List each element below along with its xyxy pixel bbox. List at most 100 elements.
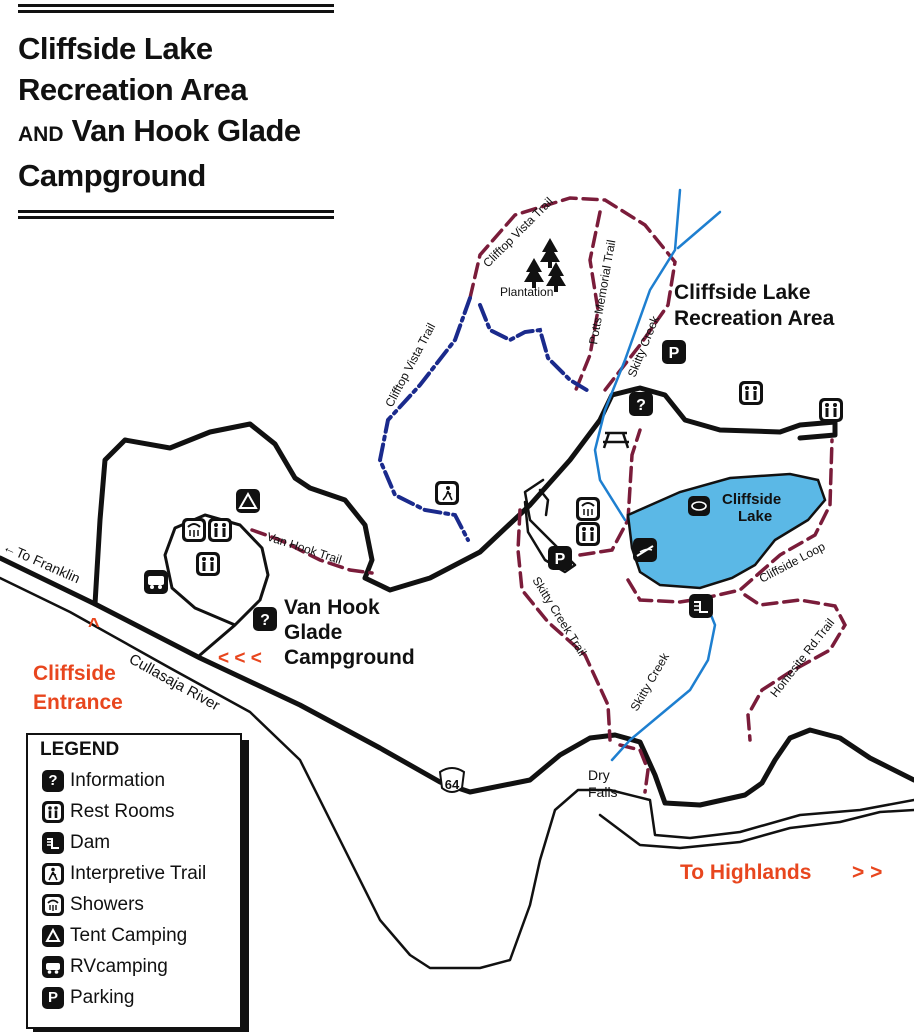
homesite-rd-trail-path: [743, 593, 848, 742]
skitty-creek: [593, 188, 722, 762]
legend-item-label: Interpretive Trail: [70, 862, 207, 884]
title-line-2: Recreation Area: [18, 72, 248, 107]
tent-camping-icon: [42, 924, 64, 947]
skitty-creek-trail-label: Skitty Creek Trail: [529, 574, 589, 658]
interpretive-trail-path: [377, 296, 472, 542]
legend-item-tent-camping: Tent Camping: [42, 920, 240, 951]
legend-title: LEGEND: [40, 739, 120, 760]
rv-camping-icon: [144, 570, 168, 594]
cullasaja-river-edge: [0, 576, 914, 970]
restrooms-icon: [42, 800, 64, 823]
rv-camping-icon: [42, 955, 64, 978]
legend-item-label: Rest Rooms: [70, 800, 175, 822]
route-shield-label: 64: [445, 777, 460, 792]
main-access-road: [92, 385, 838, 607]
plantation-trees: [524, 238, 566, 292]
legend-item-dam: Dam: [42, 827, 240, 858]
legend-item-label: Parking: [70, 986, 135, 1008]
picnic-table-icon: [602, 431, 630, 449]
van-hook-label-3: Campground: [284, 646, 415, 669]
highway-64: [0, 555, 914, 808]
skitty-creek-main: [593, 188, 682, 522]
title-and: AND: [18, 123, 64, 146]
legend-item-interpretive-trail: Interpretive Trail: [42, 858, 240, 889]
map-title-block: Cliffside Lake Recreation Area AND Van H…: [18, 4, 334, 222]
showers-icon: [576, 497, 600, 521]
facility-icons: ? ? P P: [144, 340, 843, 631]
interpretive-trail-icon: [42, 862, 64, 885]
legend-item-label: Information: [70, 769, 166, 791]
title-rule-bottom-2: [18, 216, 334, 219]
legend-item-information: ? Information: [42, 765, 240, 796]
information-icon: ?: [42, 769, 64, 792]
svg-text:?: ?: [636, 397, 646, 414]
parking-icon: P: [548, 546, 572, 570]
showers-icon: [182, 518, 206, 542]
potts-memorial-trail-path: [573, 210, 602, 394]
interpretive-trail-icon: [435, 481, 459, 505]
parking-access-road: [523, 478, 577, 574]
lake-label-1: Cliffside: [722, 491, 781, 508]
cliffside-entrance-label-2: Entrance: [33, 691, 123, 714]
restrooms-icon: [576, 522, 600, 546]
cliffside-entrance-label-1: Cliffside: [33, 662, 116, 685]
dam-icon: [42, 831, 64, 854]
tree-icon: [524, 258, 544, 288]
to-highlands-label: To Highlands: [680, 861, 811, 884]
lake-label-2: Lake: [738, 508, 772, 525]
cliffside-area-label-2: Recreation Area: [674, 307, 835, 330]
interpretive-trail-loop: [478, 303, 592, 394]
cliffside-lake-water: [626, 472, 827, 590]
to-highlands-arrows: > >: [852, 861, 882, 884]
tree-icon: [546, 262, 566, 292]
svg-text:P: P: [555, 551, 566, 568]
legend-item-parking: P Parking: [42, 982, 240, 1013]
van-hook-label-1: Van Hook: [284, 596, 380, 619]
plantation-label: Plantation: [500, 285, 553, 299]
homesite-rd-trail-label: Homesite Rd.Trail: [767, 616, 837, 700]
title-line-3-rest: Van Hook Glade: [71, 113, 302, 148]
dry-falls-trail-path: [618, 743, 650, 794]
title-line-4: Campground: [18, 158, 206, 193]
cliffside-entrance-caret: ^: [88, 615, 100, 637]
restrooms-icon: [819, 398, 843, 422]
legend: LEGEND ? Information Rest Rooms Dam Inte…: [26, 733, 242, 1029]
parking-icon: P: [662, 340, 686, 364]
fishing-icon: [688, 496, 710, 516]
showers-icon: [42, 893, 64, 916]
dry-falls-label-1: Dry: [588, 767, 610, 783]
legend-item-label: Tent Camping: [70, 924, 188, 946]
route-64-shield: 64: [438, 767, 466, 793]
dry-falls-label-2: Falls: [588, 784, 618, 800]
legend-item-showers: Showers: [42, 889, 240, 920]
legend-item-restrooms: Rest Rooms: [42, 796, 240, 827]
dry-falls-road: [598, 808, 914, 850]
van-hook-label-2: Glade: [284, 621, 342, 644]
legend-item-label: RVcamping: [70, 955, 168, 977]
legend-item-label: Dam: [70, 831, 111, 853]
skitty-creek-branch: [676, 210, 722, 250]
parking-icon: P: [42, 986, 64, 1009]
legend-item-rv-camping: RVcamping: [42, 951, 240, 982]
title-rule-bottom: [18, 210, 334, 213]
boat-ramp-icon: [633, 538, 657, 562]
information-icon: ?: [629, 392, 653, 416]
skitty-creek-lower: [610, 598, 717, 762]
svg-text:?: ?: [260, 612, 270, 629]
van-hook-trail-label: Van Hook Trail: [265, 530, 343, 567]
svg-text:P: P: [669, 345, 680, 362]
information-icon: ?: [253, 607, 277, 631]
cliffside-area-label-1: Cliffside Lake: [674, 281, 811, 304]
clifftop-vista-trail-path: [468, 196, 677, 392]
dam-icon: [689, 594, 713, 618]
title-rule-top-2: [18, 10, 334, 13]
tent-camping-icon: [236, 489, 260, 513]
title-line-1: Cliffside Lake: [18, 31, 213, 66]
skitty-creek-lower-label: Skitty Creek: [627, 650, 672, 714]
restrooms-icon: [739, 381, 763, 405]
legend-item-label: Showers: [70, 893, 144, 915]
parking-spur: [538, 488, 550, 517]
interpretive-trail: [377, 296, 592, 542]
tree-icon: [540, 238, 560, 268]
